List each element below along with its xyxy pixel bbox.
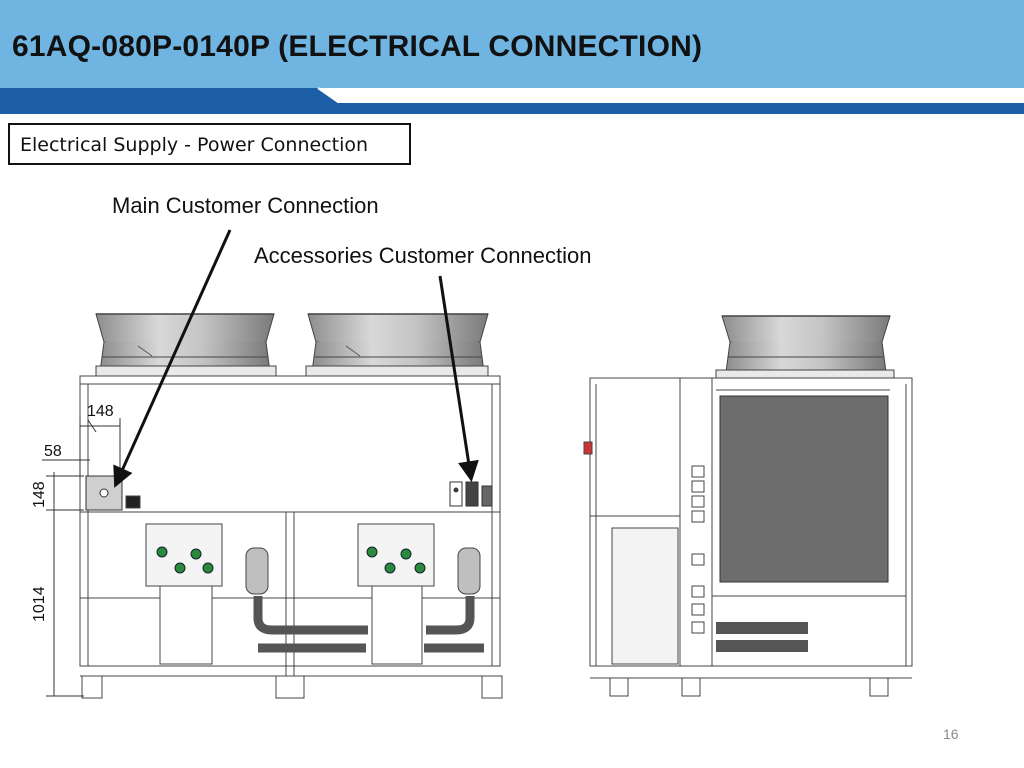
fan-side	[715, 315, 895, 379]
front-view: 148 58 148 1014	[31, 313, 503, 699]
section-label: Electrical Supply - Power Connection	[20, 134, 369, 156]
fan-left	[95, 313, 277, 377]
dim-58: 58	[44, 443, 62, 460]
dim-148-top: 148	[87, 403, 114, 420]
arrow-accessories-connection	[438, 275, 479, 483]
callout-main-customer-connection: Main Customer Connection	[112, 193, 379, 218]
slide-title: 61AQ-080P-0140P (ELECTRICAL CONNECTION)	[12, 30, 703, 63]
side-view	[583, 315, 913, 697]
hydraulic-module-right	[357, 523, 481, 665]
slide-header: 61AQ-080P-0140P (ELECTRICAL CONNECTION)	[0, 0, 1024, 88]
callout-accessories-customer-connection: Accessories Customer Connection	[254, 243, 592, 268]
hydraulic-module-left	[145, 523, 269, 665]
pipes-front	[253, 596, 484, 653]
dim-148-side: 148	[31, 481, 48, 508]
section-label-box: Electrical Supply - Power Connection	[8, 123, 411, 165]
accessories-connection-panel	[449, 481, 493, 507]
header-band	[0, 84, 1024, 114]
dim-1014: 1014	[31, 586, 48, 622]
arrow-main-connection	[113, 229, 232, 488]
fan-right	[305, 313, 489, 377]
page-number: 16	[943, 726, 959, 742]
